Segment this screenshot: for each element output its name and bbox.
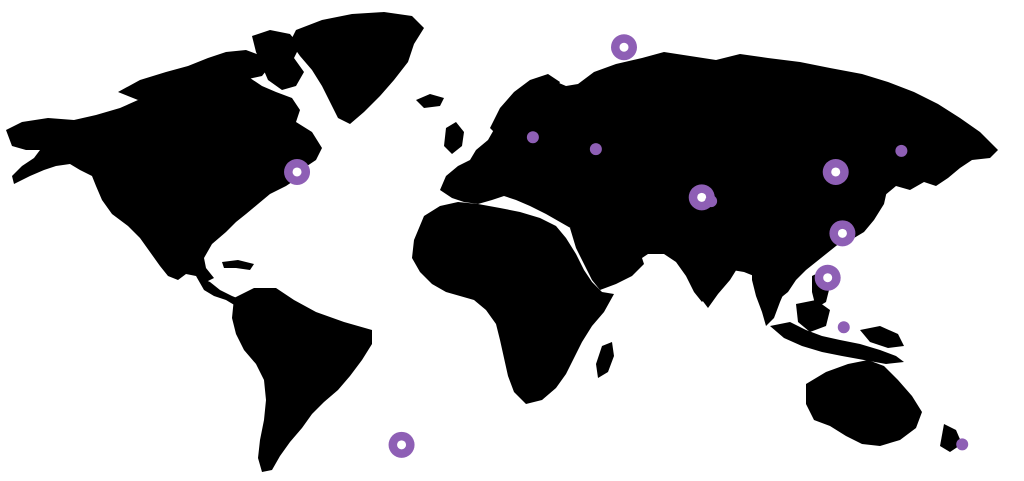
ring-marker-center [397, 440, 407, 450]
borneo-landmass [796, 300, 830, 332]
dot-marker-indonesia[interactable] [837, 321, 850, 334]
iceland-landmass [416, 94, 444, 108]
arctic-islands-landmass [118, 50, 270, 100]
scandinavia-landmass [490, 74, 560, 138]
ring-marker-north-america[interactable] [284, 158, 311, 185]
madagascar-landmass [596, 342, 614, 378]
india-landmass [680, 240, 740, 308]
africa-landmass [412, 202, 614, 404]
ring-marker-northern-europe[interactable] [611, 34, 637, 61]
ring-marker-south-america[interactable] [388, 431, 415, 458]
north-america-landmass [6, 76, 322, 282]
indonesia-islands-landmass [770, 322, 904, 364]
japan-landmass [852, 170, 888, 238]
ring-marker-center [831, 167, 841, 177]
ring-marker-center [292, 167, 302, 177]
landmass-layer [6, 12, 998, 472]
ring-marker-center [619, 42, 629, 52]
new-guinea-landmass [860, 326, 904, 348]
ring-marker-center [823, 273, 833, 283]
greenland-landmass [290, 12, 424, 124]
location-markers-layer [284, 34, 969, 458]
eurasia-landmass [440, 52, 998, 302]
arabian-peninsula-landmass [570, 226, 644, 290]
dot-marker-portugal[interactable] [526, 131, 539, 144]
ring-marker-south-china[interactable] [822, 158, 849, 185]
british-isles-landmass [444, 122, 464, 154]
ring-marker-center [697, 192, 707, 202]
dot-marker-mediterranean[interactable] [589, 143, 602, 156]
caribbean-islands-landmass [222, 260, 254, 270]
southeast-asia-landmass [752, 262, 786, 326]
baffin-island-landmass [252, 30, 304, 90]
ring-marker-vietnam[interactable] [829, 220, 856, 247]
dot-marker-eastern-australia[interactable] [956, 438, 969, 451]
ring-marker-center [837, 228, 847, 238]
dot-marker-korea-japan[interactable] [895, 144, 908, 157]
dot-marker-oman[interactable] [705, 195, 718, 208]
ring-marker-singapore-region[interactable] [814, 264, 841, 291]
south-america-landmass [232, 288, 372, 472]
australia-landmass [806, 360, 922, 446]
